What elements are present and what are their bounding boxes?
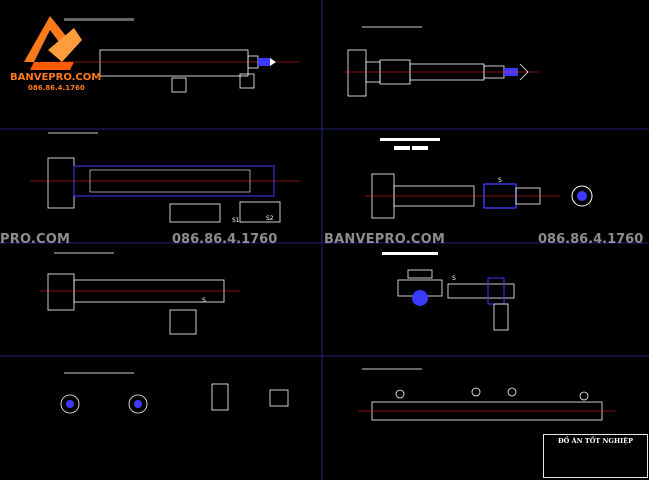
operation-panel-2 [345, 26, 540, 97]
dim-s3: S [202, 297, 206, 304]
operation-panel-4: S [365, 138, 593, 219]
operation-panel-1 [60, 18, 300, 93]
dim-s2: S2 [266, 215, 274, 222]
banvepro-logo [24, 16, 82, 70]
dim-s: S [498, 177, 502, 184]
operation-panel-5: S [40, 252, 240, 335]
watermark-phone-left: 086.86.4.1760 [172, 232, 278, 247]
watermark-phone-right: 086.86.4.1760 [538, 232, 644, 247]
operation-panel-3: S1 S2 [30, 132, 300, 224]
operation-panel-8 [358, 368, 615, 421]
operation-panel-7 [60, 372, 289, 414]
logo-phone-text: 086.86.4.1760 [28, 84, 85, 92]
title-block-title: ĐỒ ÁN TỐT NGHIỆP [558, 437, 633, 445]
watermark-site-left: PRO.COM [0, 232, 71, 247]
watermark-site-right: BANVEPRO.COM [324, 232, 445, 247]
logo-brand-text: BANVEPRO.COM [10, 72, 102, 83]
dim-s1: S1 [232, 217, 240, 224]
dim-s-b: S [452, 275, 456, 282]
title-block: ĐỒ ÁN TỐT NGHIỆP [543, 434, 648, 478]
operation-panel-6: S [382, 252, 515, 331]
